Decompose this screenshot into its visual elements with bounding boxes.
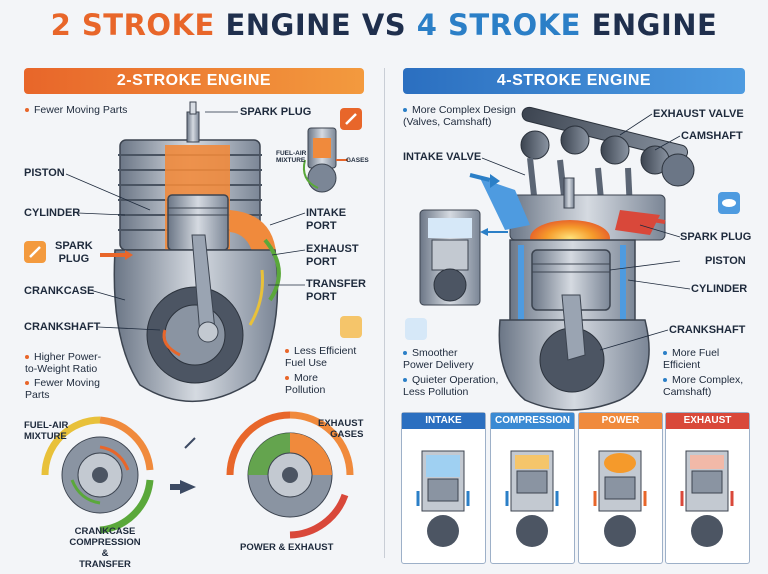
label-right-crankshaft: CRANKSHAFT [669,324,746,336]
label-camshaft: CAMSHAFT [681,130,743,142]
stroke-label: POWER [579,413,662,429]
exhaust-stroke-diagram [680,450,734,547]
label-cycle-crankcase: CRANKCASE COMPRESSION & TRANSFER [69,526,141,570]
label-mini-gases: GASES [346,157,369,164]
two-stroke-con-2: More Pollution [285,372,326,396]
label-right-piston: PISTON [705,255,746,267]
four-stroke-pro-2: Quieter Operation, Less Pollution [403,374,499,398]
four-stroke-banner: 4-STROKE ENGINE [403,68,745,94]
four-stroke-engine [419,106,695,411]
four-stroke-pro-1: Smoother Power Delivery [403,347,474,371]
oil-can-icon [340,316,362,338]
label-piston: PISTON [24,167,65,179]
small-wrench-icon [184,437,196,449]
label-exhaust-valve: EXHAUST VALVE [653,108,744,120]
stroke-label: EXHAUST [666,413,749,429]
title-engine-vs: ENGINE VS [225,8,407,42]
label-spark-plug-side: SPARK PLUG [55,240,93,265]
two-stroke-pro-1: Higher Power- to-Weight Ratio [25,351,102,375]
center-divider [384,68,385,558]
two-stroke-banner: 2-STROKE ENGINE [24,68,364,94]
oil-can-icon [405,318,427,340]
title-4-stroke: 4 STROKE [416,8,581,42]
label-transfer-port: TRANSFER PORT [306,278,366,303]
two-stroke-pro-2: Fewer Moving Parts [25,377,100,401]
power-stroke-diagram [593,450,647,547]
two-stroke-top-note: Fewer Moving Parts [25,104,127,116]
stroke-card-exhaust: EXHAUST [665,412,750,564]
label-right-cylinder: CYLINDER [691,283,748,295]
two-stroke-cycle-diagram [41,411,354,539]
four-stroke-con-1: More Fuel Efficient [663,347,720,371]
label-intake-valve: INTAKE VALVE [403,151,482,163]
page-title: 2 STROKE ENGINE VS 4 STROKE ENGINE [0,8,768,42]
two-stroke-con-1: Less Efficient Fuel Use [285,345,357,369]
label-intake-port: INTAKE PORT [306,207,347,232]
label-exhaust-port: EXHAUST PORT [306,243,359,268]
stroke-card-intake: INTAKE [401,412,486,564]
four-stroke-top-note: More Complex Design (Valves, Camshaft) [403,104,516,128]
label-cycle-exhaust-gases: EXHAUST GASES [318,418,364,440]
label-crankshaft: CRANKSHAFT [24,321,101,333]
label-cycle-fuel-air: FUEL-AIR MIXTURE [24,420,69,442]
label-spark-plug: SPARK PLUG [240,106,312,118]
title-2-stroke: 2 STROKE [50,8,215,42]
label-cylinder: CYLINDER [24,207,81,219]
label-mini-fuel-air: FUEL-AIR MIXTURE [276,150,307,164]
intake-stroke-diagram [416,450,470,547]
title-engine: ENGINE [591,8,718,42]
label-cycle-power-exhaust: POWER & EXHAUST [240,542,334,553]
compression-stroke-diagram [505,450,559,547]
two-stroke-engine [65,101,348,402]
stroke-label: COMPRESSION [491,413,574,429]
four-stroke-con-2: More Complex, Camshaft) [663,374,744,398]
stroke-card-power: POWER [578,412,663,564]
stroke-card-compression: COMPRESSION [490,412,575,564]
label-crankcase: CRANKCASE [24,285,95,297]
label-right-spark-plug: SPARK PLUG [680,231,752,243]
stroke-label: INTAKE [402,413,485,429]
